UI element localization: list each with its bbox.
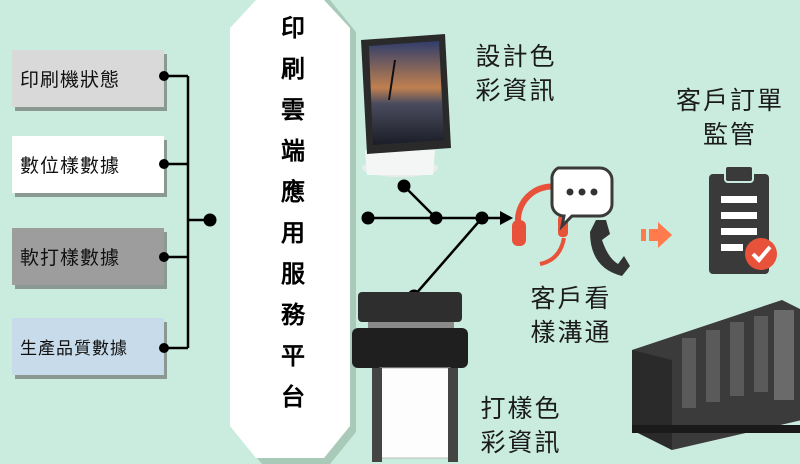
clipboard-icon bbox=[709, 165, 777, 274]
input-printer-status: 印刷機狀態 bbox=[12, 50, 164, 107]
arrow-icon bbox=[641, 222, 672, 248]
input-digital-proof-data: 數位樣數據 bbox=[12, 136, 164, 193]
input-soft-proof-data: 軟打樣數據 bbox=[12, 228, 164, 285]
customer-proof-label: 客戶看樣溝通 bbox=[530, 284, 612, 347]
tablet-icon bbox=[361, 34, 451, 177]
input-label: 軟打樣數據 bbox=[20, 247, 121, 269]
customer-service-icon bbox=[512, 166, 630, 276]
design-color-label: 設計色彩資訊 bbox=[475, 42, 557, 105]
input-label: 數位樣數據 bbox=[20, 155, 121, 177]
proof-color-label: 打樣色彩資訊 bbox=[480, 394, 562, 457]
order-monitoring-label: 客戶訂單監管 bbox=[675, 86, 784, 149]
input-label: 生產品質數據 bbox=[20, 339, 128, 359]
printer-icon bbox=[352, 292, 468, 462]
input-production-quality-data: 生產品質數據 bbox=[12, 318, 164, 375]
printing-press-icon bbox=[632, 300, 800, 450]
input-label: 印刷機狀態 bbox=[20, 69, 121, 91]
platform-label: 印刷雲端應用服務平台 bbox=[281, 14, 305, 411]
